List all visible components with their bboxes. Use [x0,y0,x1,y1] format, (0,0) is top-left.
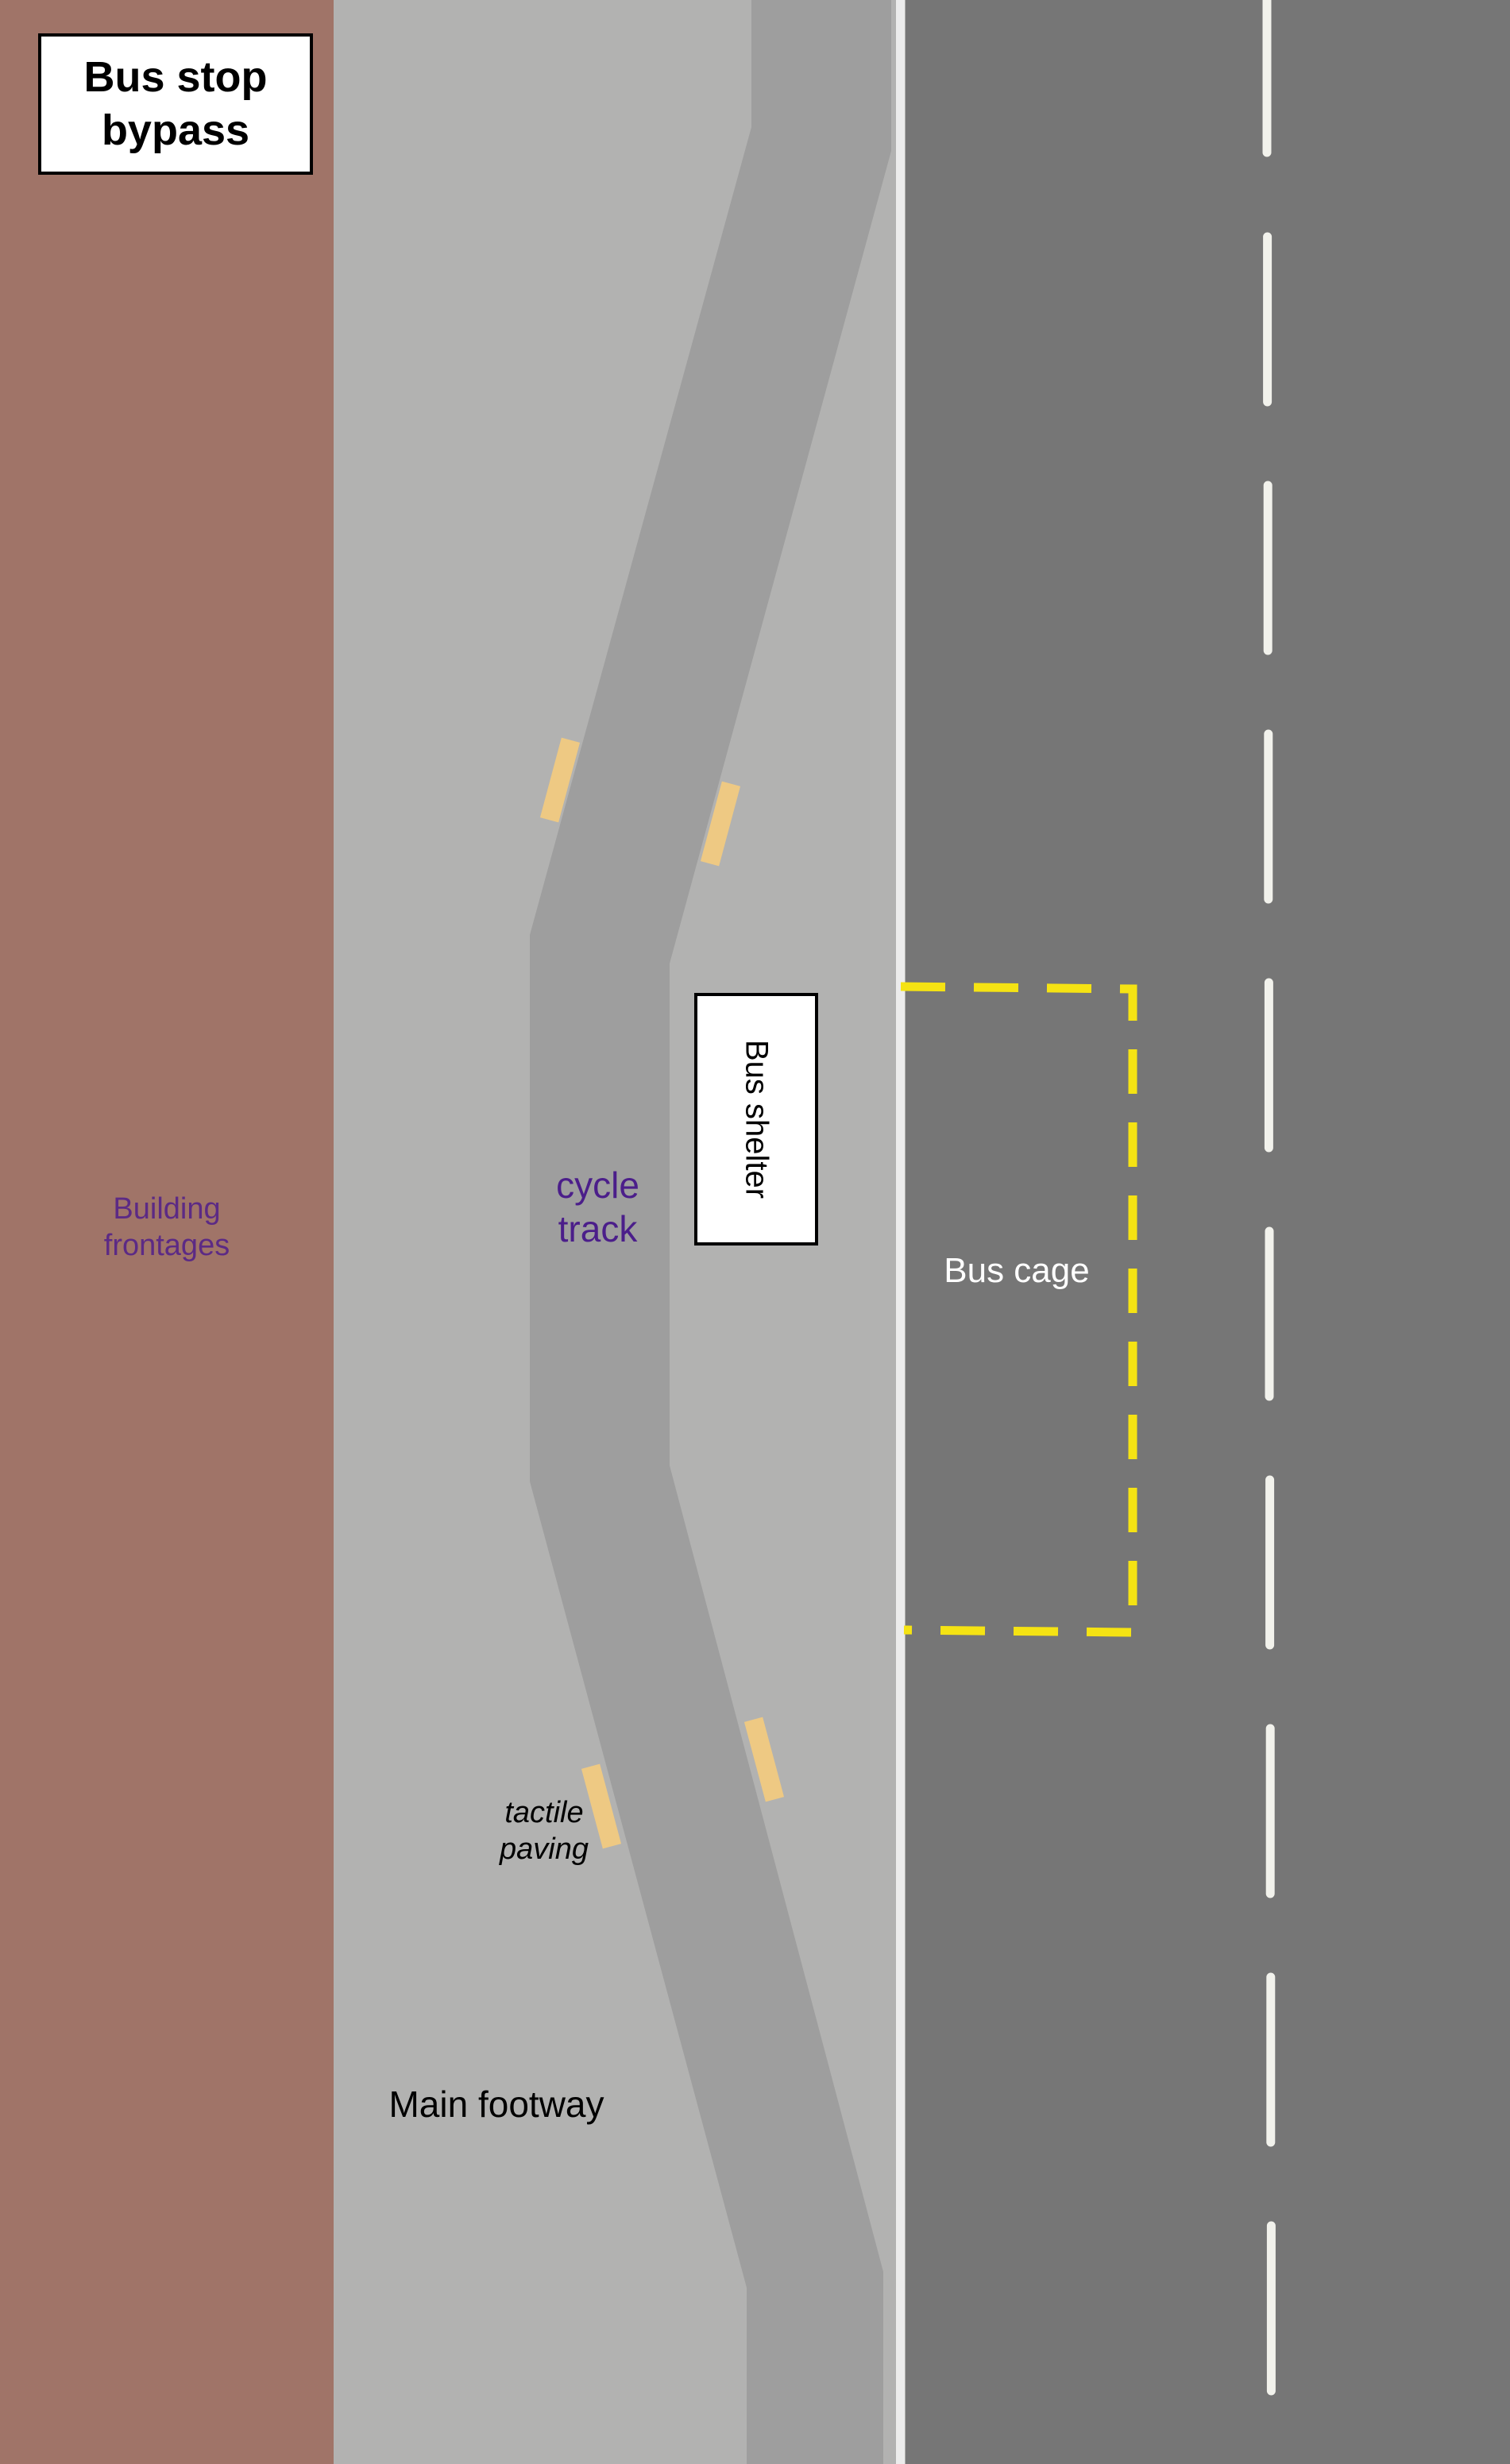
tactile-paving-label: tactile paving [500,1796,589,1866]
bus-shelter-label: Bus shelter [739,1039,774,1199]
diagram-title: Bus stop bypass [83,52,268,155]
bus-cage-marking [900,982,1137,1637]
cycle-track [530,0,891,2464]
building-frontages-area [0,0,334,2464]
carriageway [906,0,1510,2464]
cycle-track-label: cycle track [556,1164,639,1250]
lane-centre-line [1262,0,1276,2396]
bus-cage-label: Bus cage [944,1251,1090,1290]
tactile-paving-strip [743,1717,785,1802]
main-footway-label: Main footway [388,2084,604,2125]
tactile-paving-strips [539,737,785,1849]
tactile-paving-strip [581,1763,622,1849]
title-box: Bus stop bypass [38,33,313,175]
kerb-line [896,0,905,2464]
tactile-paving-strip [700,781,741,867]
tactile-paving-strip [539,737,581,823]
building-frontages-label: Building frontages [103,1192,230,1262]
bus-shelter: Bus shelter [694,993,818,1246]
